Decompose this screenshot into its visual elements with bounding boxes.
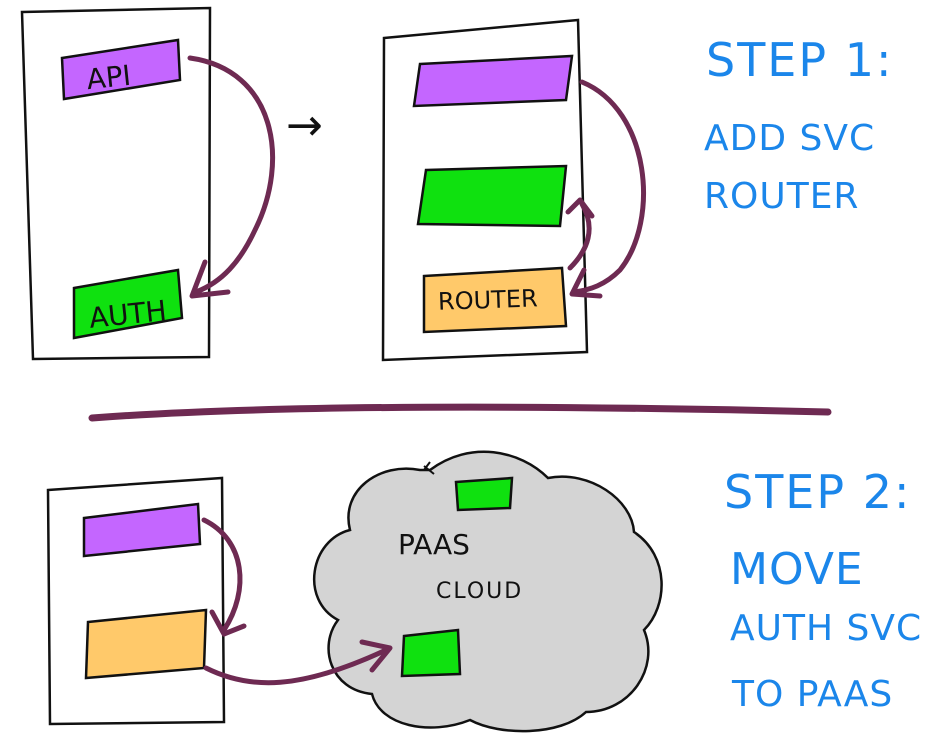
step1-after-panel: ROUTER xyxy=(381,18,646,362)
api-box-2 xyxy=(412,54,574,108)
cloud-service-box xyxy=(454,476,514,512)
auth-box-cloud xyxy=(400,628,462,678)
api-box-3 xyxy=(82,502,202,558)
cloud-label-paas: PAAS xyxy=(398,528,470,561)
router-box-2 xyxy=(84,608,208,680)
router-to-cloud-auth-arrow xyxy=(203,647,389,686)
step1-before-panel: API AUTH xyxy=(20,6,276,361)
api-to-auth-arrow xyxy=(187,55,276,295)
step2-desc-line3: TO PAAS xyxy=(731,674,893,715)
cloud-mark xyxy=(423,461,435,475)
transition-arrow-icon: → xyxy=(286,100,323,151)
auth-box-label: AUTH xyxy=(87,294,168,335)
step2-desc-line2: AUTH SVC xyxy=(730,608,922,649)
cloud-shape xyxy=(313,450,663,733)
step2-panel xyxy=(46,476,247,726)
router-to-auth-arrowhead xyxy=(565,197,595,219)
step1-desc-line1: ADD SVC xyxy=(704,118,875,159)
router-box-label: ROUTER xyxy=(438,284,539,315)
step1-caption: STEP 1: ADD SVC ROUTER xyxy=(704,33,894,217)
step1-after-frame xyxy=(381,18,589,362)
step1-before-frame xyxy=(20,6,212,361)
section-divider xyxy=(88,403,832,422)
router-to-auth-arrow xyxy=(567,201,592,271)
api-to-router-arrowhead-2 xyxy=(209,609,247,637)
api-to-router-arrowhead xyxy=(569,267,603,299)
step2-desc-line1: MOVE xyxy=(730,544,864,595)
cloud-label-cloud: CLOUD xyxy=(436,579,523,604)
paas-cloud: PAAS CLOUD xyxy=(313,450,663,733)
auth-box: AUTH xyxy=(72,268,184,340)
router-box: ROUTER xyxy=(422,266,568,334)
step2-title: STEP 2: xyxy=(724,465,912,519)
api-to-router-arrow-2 xyxy=(201,517,243,633)
api-box-label: API xyxy=(85,59,133,96)
auth-box-2 xyxy=(416,164,568,228)
step1-desc-line2: ROUTER xyxy=(704,176,859,217)
api-to-auth-arrowhead xyxy=(189,259,231,299)
api-box: API xyxy=(60,38,182,101)
api-to-router-arrow xyxy=(571,79,646,295)
step1-title: STEP 1: xyxy=(706,33,894,87)
step2-frame xyxy=(46,476,226,726)
router-to-cloud-auth-arrowhead xyxy=(359,639,393,673)
step2-caption: STEP 2: MOVE AUTH SVC TO PAAS xyxy=(724,465,922,715)
